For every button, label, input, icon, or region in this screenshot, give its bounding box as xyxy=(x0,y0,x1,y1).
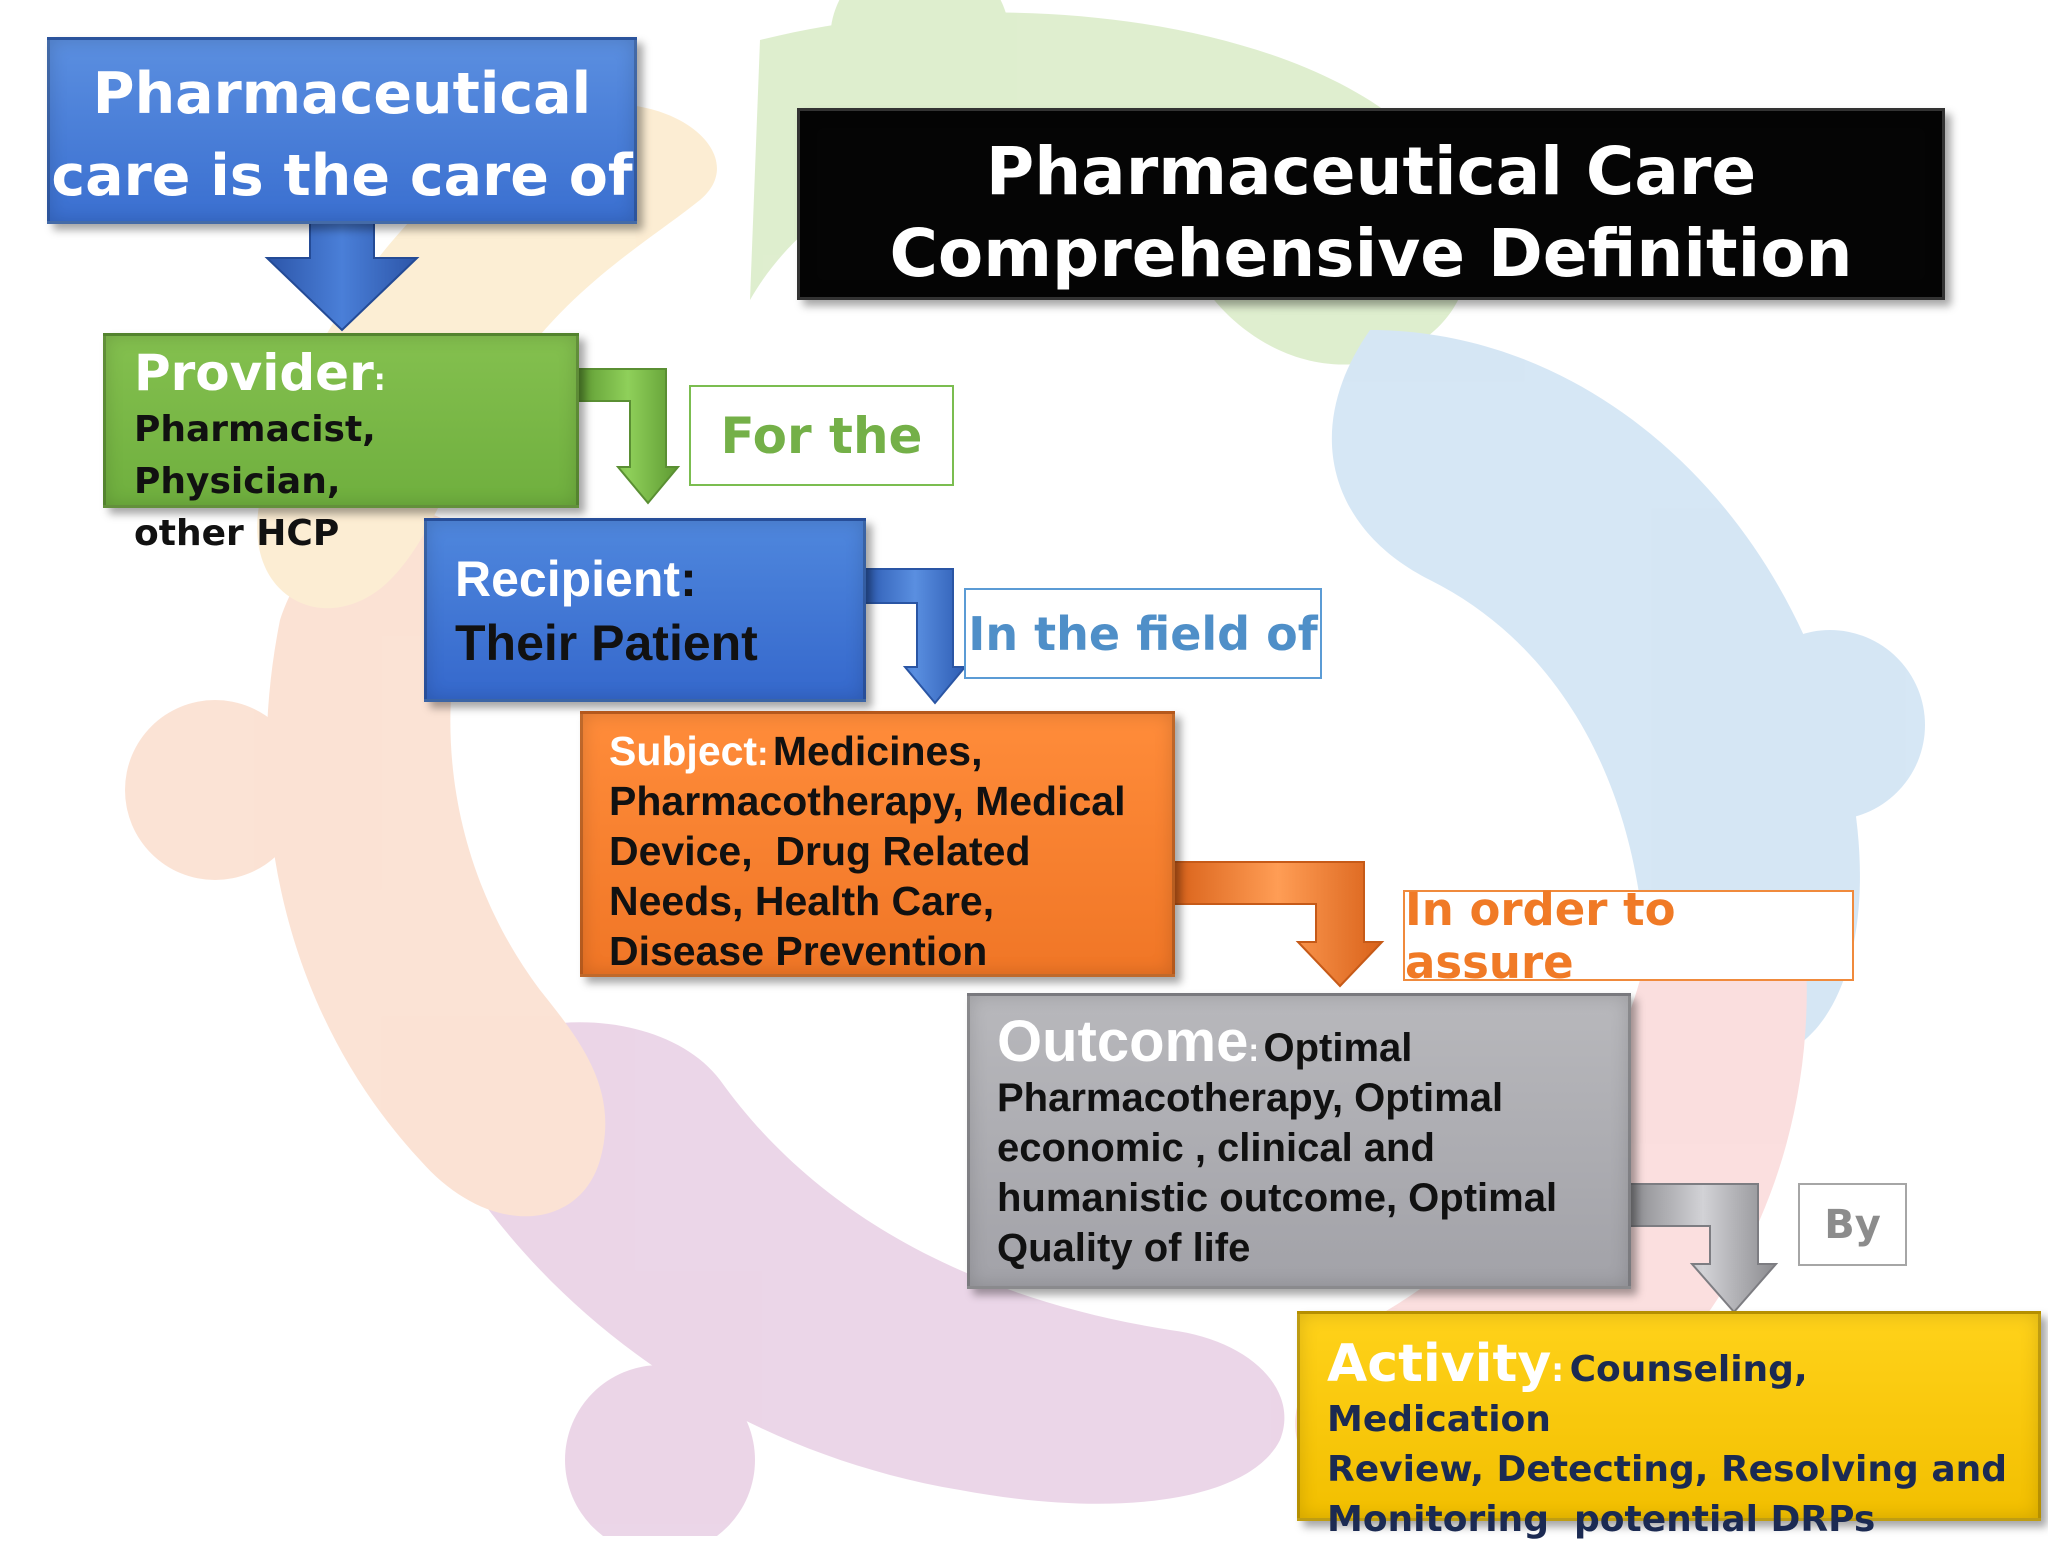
title-box: Pharmaceutical Care Comprehensive Defini… xyxy=(797,108,1945,300)
activity-box: Activity: Counseling, Medication Review,… xyxy=(1297,1311,2041,1540)
arrow-recipient-to-subject xyxy=(864,568,968,705)
outcome-body-line: Quality of life xyxy=(997,1226,1251,1270)
subject-heading: Subject xyxy=(609,728,758,774)
intro-line-1: Pharmaceutical xyxy=(92,61,592,127)
recipient-colon: : xyxy=(680,551,697,607)
outcome-body-line: Pharmacotherapy, Optimal xyxy=(997,1076,1504,1120)
arrow-intro-to-provider xyxy=(264,219,420,332)
connector-label-for-the: For the xyxy=(689,385,954,486)
outcome-heading: Outcome xyxy=(997,1009,1249,1074)
provider-colon: : xyxy=(373,363,386,398)
activity-colon: : xyxy=(1551,1351,1565,1389)
intro-line-2: care is the care of xyxy=(51,143,633,209)
connector-label-by: By xyxy=(1798,1183,1907,1266)
provider-body-line: other HCP xyxy=(134,513,340,554)
subject-body-line: Disease Prevention xyxy=(609,928,988,974)
arrow-provider-to-recipient xyxy=(577,368,681,505)
outcome-body-line: Optimal xyxy=(1263,1026,1413,1070)
subject-body-line: Needs, Health Care, xyxy=(609,878,995,924)
provider-heading: Provider xyxy=(134,344,374,402)
activity-heading: Activity xyxy=(1327,1334,1552,1394)
subject-body-line: Device, Drug Related xyxy=(609,828,1031,874)
intro-box: Pharmaceutical care is the care of xyxy=(47,37,637,224)
recipient-heading: Recipient xyxy=(455,551,681,607)
subject-colon: : xyxy=(757,735,769,773)
activity-body-line: Review, Detecting, Resolving and xyxy=(1327,1449,2008,1490)
outcome-body-line: humanistic outcome, Optimal xyxy=(997,1176,1558,1220)
provider-box: Provider: Pharmacist, Physician, other H… xyxy=(103,333,579,554)
activity-body-line: Counseling, Medication xyxy=(1327,1349,1808,1440)
outcome-body-line: economic , clinical and xyxy=(997,1126,1435,1170)
recipient-body-line: Their Patient xyxy=(455,615,758,671)
subject-body-line: Pharmacotherapy, Medical xyxy=(609,778,1126,824)
title-line-1: Pharmaceutical Care xyxy=(985,133,1757,210)
activity-body-line: Monitoring potential DRPs xyxy=(1327,1499,1876,1540)
outcome-colon: : xyxy=(1248,1032,1260,1068)
provider-body-line: Pharmacist, Physician, xyxy=(134,409,376,502)
subject-box: Subject: Medicines, Pharmacotherapy, Med… xyxy=(580,711,1175,977)
arrow-subject-to-outcome xyxy=(1173,861,1385,988)
outcome-box: Outcome: Optimal Pharmacotherapy, Optima… xyxy=(967,993,1631,1289)
recipient-box: Recipient: Their Patient xyxy=(424,518,866,702)
title-line-2: Comprehensive Definition xyxy=(889,215,1853,292)
subject-body-line: Medicines, xyxy=(772,728,983,774)
connector-label-in-the-field-of: In the field of xyxy=(964,588,1322,679)
connector-label-in-order-to-assure: In order to assure xyxy=(1403,883,1854,989)
arrow-outcome-to-activity xyxy=(1629,1183,1779,1314)
